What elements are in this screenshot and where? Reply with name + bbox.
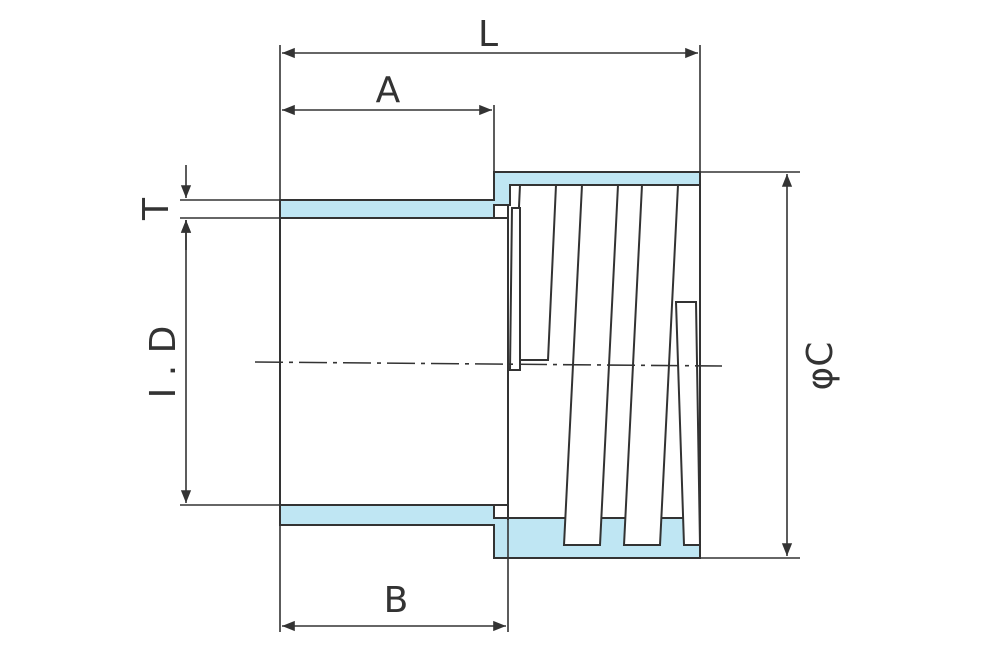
thread-ribs (508, 184, 702, 546)
center-line (254, 361, 723, 367)
label-ID: I . D (143, 326, 184, 399)
label-L: L (478, 14, 498, 55)
label-A: A (376, 70, 401, 111)
thread-rib-4 (674, 301, 702, 546)
dimension-lines (180, 47, 793, 632)
extension-lines (180, 45, 800, 632)
label-B: B (384, 580, 409, 621)
label-T: T (136, 197, 177, 221)
fitting-outline (279, 171, 701, 559)
label-C: φC (800, 342, 841, 391)
top-socket-wall (279, 171, 701, 219)
thread-rib-2 (562, 184, 620, 546)
thread-rib-0 (508, 207, 521, 371)
